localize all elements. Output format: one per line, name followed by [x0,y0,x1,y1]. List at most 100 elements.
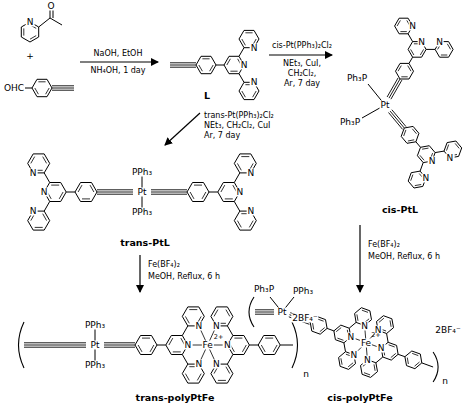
repeat-index: n [441,377,449,386]
ring-double-bond [441,55,447,56]
ring [196,56,216,73]
ring-double-bond [30,36,36,40]
reaction-arrow [269,54,332,55]
ring-double-bond [337,338,343,340]
ring-double-bond [407,358,408,364]
bond [209,192,218,193]
ring-double-bond [389,345,395,347]
ring-double-bond [35,227,43,228]
condition-text: Fe(BF₄)₂ [147,261,181,269]
compound: cis-PtL [335,0,474,222]
bond [280,345,293,346]
atom-label: Fe [201,341,213,350]
atom-label: N [212,321,221,330]
atom-label: N [435,37,444,46]
ring-double-bond [197,374,201,381]
charge-label: 2+ [213,334,225,341]
triple-bond [104,347,135,348]
atom-label: N [235,188,244,197]
triple-bond [151,194,187,195]
bond [66,192,75,193]
ring-double-bond [90,185,94,192]
triple-bond [392,110,406,127]
compound-label: trans-PtL [119,238,171,248]
ring-double-bond [336,328,341,332]
bond [227,355,233,365]
ring-double-bond [226,310,230,317]
bond [426,49,435,50]
condition-text: cis-Pt(PPh₃)₂Cl₂ [271,42,333,50]
atom-label: N [422,174,431,183]
ring-double-bond [78,185,82,192]
ring-double-bond [226,367,230,374]
condition-text: NEt₃, CuI, [282,60,322,68]
ring-double-bond [218,380,226,381]
polymer-bracket [19,322,25,368]
counter-ion: 2BF₄⁻ [434,326,461,335]
atom-label: N [212,360,221,369]
triple-bond [387,78,398,97]
ring-double-bond [242,91,246,97]
atom-label: N [445,153,454,162]
ring-double-bond [390,320,391,326]
condition-text: NH₄OH, 1 day [90,67,147,75]
ring-double-bond [189,309,197,310]
atom-label: PPh₃ [131,208,153,217]
reaction-arrow [139,255,140,292]
bond [234,173,240,183]
ring [405,351,422,369]
condition-text: MeOH, Reflux, 6 h [147,273,221,281]
bond [216,65,224,66]
ring-double-bond [401,76,407,77]
triple-bond [104,345,135,346]
triple-bond [104,342,135,343]
ring-double-bond [173,351,181,352]
condition-text: NEt₃, CH₂Cl₂, CuI [203,122,271,130]
ring-double-bond [447,44,450,50]
ring-double-bond [242,39,246,45]
bond [50,18,62,25]
ring-double-bond [397,20,400,26]
ring-double-bond [404,130,406,136]
atom-label: N [350,350,359,359]
ring-double-bond [185,374,189,381]
ring-double-bond [412,129,416,134]
ring-double-bond [230,71,237,72]
bond [344,343,346,352]
bond [44,202,50,212]
ring-double-bond [150,345,154,352]
ring [401,126,419,143]
ring-double-bond [357,314,358,320]
atom-label: N [360,321,369,330]
condition-text: Ar, 7 day [283,80,321,88]
bond [25,88,32,89]
atom-label: Ph₃P [253,285,275,294]
triple-bond [389,113,403,130]
ring-double-bond [237,221,241,228]
bond [182,326,188,336]
atom-label: N [428,157,437,166]
ring-double-bond [38,81,45,82]
ring-double-bond [59,192,63,199]
atom-label: N [240,61,249,70]
ring [75,183,97,202]
ring-double-bond [202,192,206,199]
ring-double-bond [379,318,384,322]
atom-label: O [46,2,55,11]
atom-label: N [40,188,49,197]
atom-label: OHC [3,84,25,93]
triple-bond [52,88,74,89]
triple-bond [255,309,274,310]
triple-bond [151,189,187,190]
repeat-index: n [302,370,310,379]
triple-bond [97,192,133,193]
reaction-arrow [359,225,360,292]
bond [349,322,356,328]
compound-label: L [203,91,211,101]
compound-label: cis-polyPtFe [326,393,393,403]
ring-double-bond [364,373,370,375]
atom-label: N [194,360,203,369]
ring-double-bond [202,58,209,59]
atom-label: N [377,344,386,353]
compound-label: cis-PtL [381,205,419,215]
